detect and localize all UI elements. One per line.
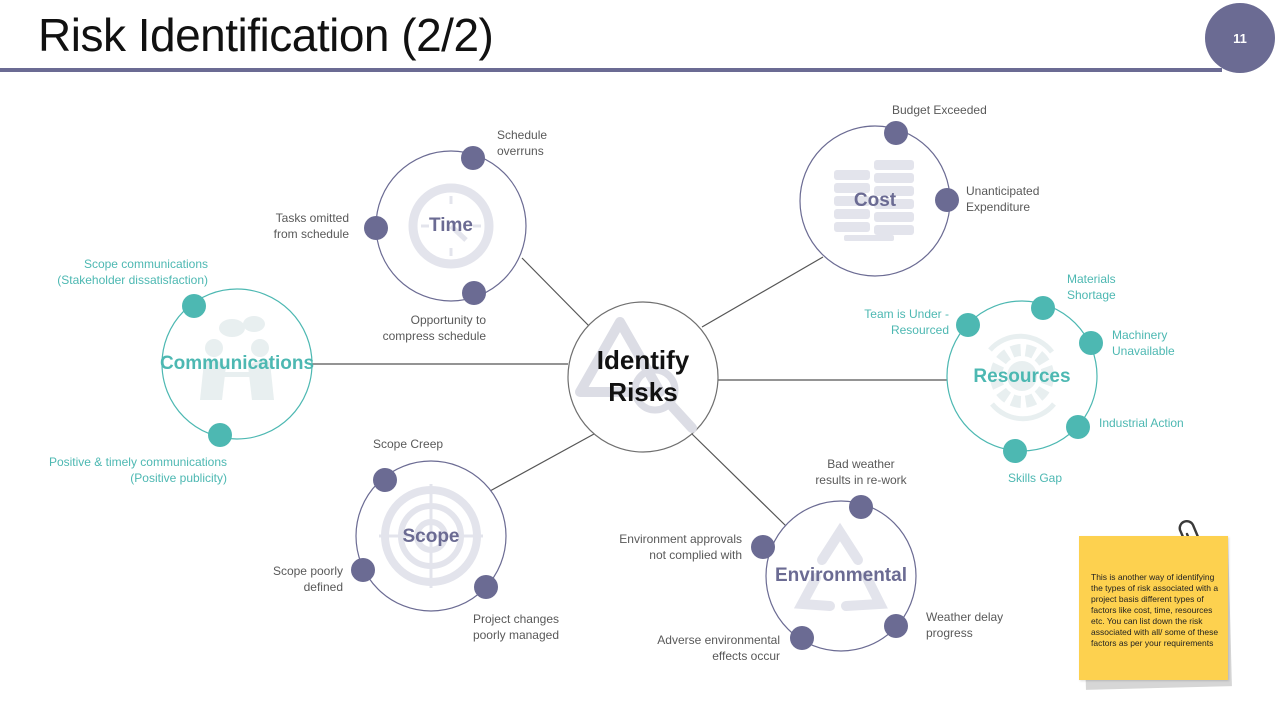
cost-marker-1 [884,121,908,145]
environmental-label-bad-weather: Bad weather results in re-work [815,457,907,487]
environmental-circle [765,500,917,652]
page-number-badge: 11 [1205,3,1275,73]
connector-cost [701,256,824,328]
communications-label-positive-communications: Positive & timely communications (Positi… [48,455,227,485]
resources-node [946,296,1103,463]
sticky-note: This is another way of identifying the t… [1079,536,1228,680]
hub-node [567,301,719,453]
sticky-note-text: This is another way of identifying the t… [1091,572,1219,648]
resources-marker-1 [1031,296,1055,320]
communications-circle [161,288,313,440]
time-marker-2 [364,216,388,240]
resources-label-industrial-action: Industrial Action [1099,416,1184,430]
connector-time [521,257,591,328]
resources-marker-3 [1079,331,1103,355]
time-label-schedule-overruns: Schedule overruns [497,128,548,158]
communications-label-scope-communications: Scope communications (Stakeholder dissat… [57,257,208,287]
title-divider [0,68,1222,72]
resources-marker-4 [1066,415,1090,439]
hub-title: Identify Risks [596,345,690,407]
connector-scope [489,433,595,492]
resources-title: Resources [973,366,1071,387]
scope-label-poorly-defined: Scope poorly defined [272,564,343,594]
time-node [364,146,527,305]
communications-marker-2 [208,423,232,447]
cost-label-unanticipated-expenditure: Unanticipated Expenditure [966,184,1040,214]
environmental-label-weather-delay: Weather delay progress [926,610,1004,640]
time-label-tasks-omitted: Tasks omitted from schedule [273,211,349,241]
time-title: Time [428,215,473,236]
people-talking-icon [200,316,274,400]
resources-marker-2 [956,313,980,337]
cost-marker-2 [935,188,959,212]
time-label-compress-schedule: Opportunity to compress schedule [382,313,486,343]
scope-label-changes-poorly-managed: Project changes poorly managed [472,612,559,642]
slide-title: Risk Identification (2/2) [38,9,494,61]
resources-label-materials-shortage: Materials Shortage [1067,272,1116,302]
environmental-marker-3 [790,626,814,650]
environmental-label-adverse-effects: Adverse environmental effects occur [657,633,780,663]
communications-title: Communications [159,353,315,374]
communications-marker-1 [182,294,206,318]
resources-label-team-under-resourced: Team is Under - Resourced [864,307,949,337]
time-marker-1 [461,146,485,170]
environmental-marker-1 [849,495,873,519]
communications-node [161,288,313,447]
resources-marker-5 [1003,439,1027,463]
coins-stack-icon [834,160,914,241]
scope-node [351,460,507,612]
scope-marker-1 [373,468,397,492]
connector-environmental [691,433,787,527]
environmental-label-approvals-not-complied: Environment approvals not complied with [619,532,742,562]
cost-title: Cost [853,190,897,211]
environmental-marker-2 [751,535,775,559]
cost-label-budget-exceeded: Budget Exceeded [892,103,987,117]
connectors [312,256,947,527]
warning-magnifier-icon [575,317,697,433]
cost-node [799,121,959,277]
scope-label-scope-creep: Scope Creep [373,437,444,451]
environmental-marker-4 [884,614,908,638]
environmental-node [751,495,917,652]
gear-cycle-icon [988,333,1056,422]
resources-label-machinery-unavailable: Machinery Unavailable [1112,328,1175,358]
clock-icon [408,183,494,269]
target-icon [379,484,483,588]
scope-title: Scope [402,526,460,547]
scope-marker-2 [351,558,375,582]
resources-label-skills-gap: Skills Gap [1008,471,1063,485]
time-marker-3 [462,281,486,305]
recycle-icon [793,522,888,611]
scope-marker-3 [474,575,498,599]
environmental-title: Environmental [775,565,907,586]
